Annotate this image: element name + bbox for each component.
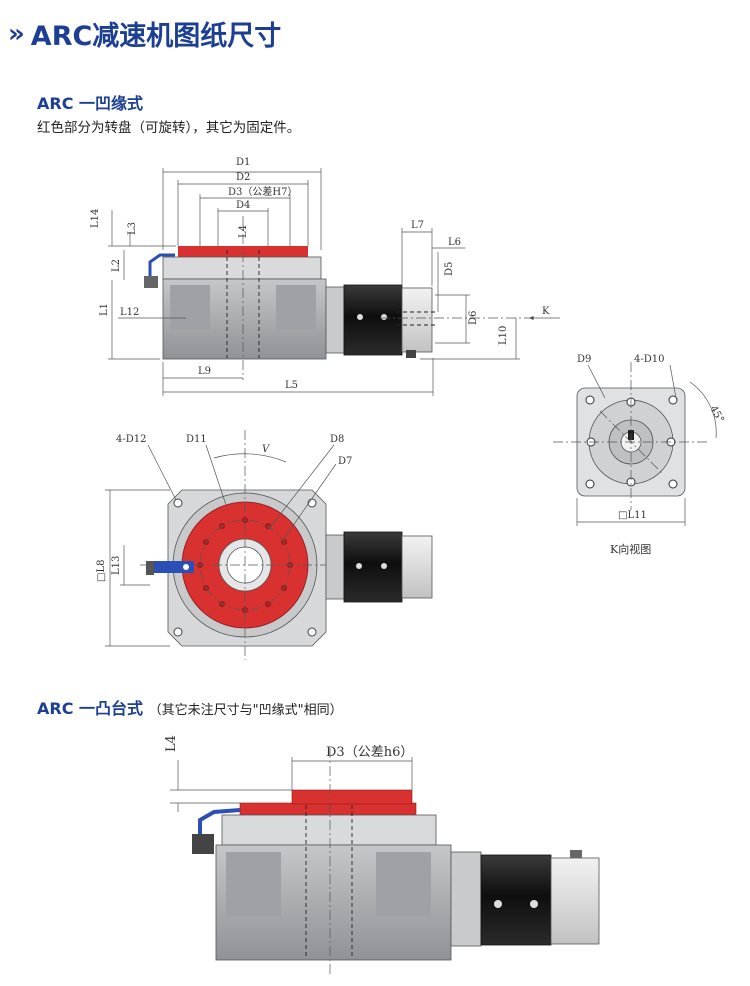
gearbox-neck xyxy=(325,286,345,354)
boss-sensor-block xyxy=(192,834,214,854)
dim-label-L14: L14 xyxy=(90,209,101,228)
section-title-boss: ARC 一凸台式 （其它未注尺寸与"凹缘式"相同） xyxy=(37,695,343,719)
top-view: □L8 L13 4-D12 D11 V D8 D7 xyxy=(96,430,433,660)
dim-label-L1: L1 xyxy=(99,303,110,316)
dim-label-D3-boss: D3（公差h6） xyxy=(326,745,413,760)
dim-label-L7: L7 xyxy=(411,220,424,231)
top-view-motor xyxy=(343,531,403,603)
boss-top-plate xyxy=(221,814,437,846)
dim-label-L9: L9 xyxy=(198,366,211,377)
dim-label-L10: L10 xyxy=(498,326,509,345)
front-view-boss: L4 D3（公差h6） xyxy=(164,735,600,975)
top-view-motor-screw xyxy=(356,563,362,569)
dim-label-D12: 4-D12 xyxy=(116,434,146,445)
k-view-bolt xyxy=(585,395,595,405)
view-arrow-K: K xyxy=(542,306,550,317)
top-view-sensor xyxy=(152,561,194,573)
motor-screw xyxy=(381,314,387,320)
motor-cap xyxy=(401,287,433,353)
dim-label-L13: L13 xyxy=(111,556,122,575)
page-title: ARC减速机图纸尺寸 xyxy=(30,21,282,52)
boss-motor-screw xyxy=(530,900,538,908)
dim-label-D4: D4 xyxy=(236,200,250,211)
turntable-red xyxy=(178,246,308,257)
boss-pocket-right xyxy=(376,852,431,917)
sensor-cable xyxy=(148,253,175,278)
top-plate xyxy=(162,256,322,280)
dim-label-L2: L2 xyxy=(111,259,122,272)
section-boss-note: （其它未注尺寸与"凹缘式"相同） xyxy=(148,703,343,718)
section-title-flange-text: ARC 一凹缘式 xyxy=(37,94,144,113)
dim-label-D3: D3（公差H7） xyxy=(228,185,297,198)
dim-label-D9: D9 xyxy=(577,354,591,365)
motor-body xyxy=(343,284,403,356)
dim-label-L11: □L11 xyxy=(618,510,647,521)
dim-label-D7: D7 xyxy=(338,456,352,467)
boss-neck xyxy=(450,851,482,947)
boss-sensor-cable xyxy=(198,808,241,838)
dim-label-angle45: 45° xyxy=(707,404,725,425)
k-view: 45° D9 4-D10 □L11 K向视图 xyxy=(553,354,726,556)
sensor-block xyxy=(144,276,158,288)
boss-turntable-base xyxy=(239,802,417,816)
dim-label-L6: L6 xyxy=(448,237,461,248)
housing-pocket-right xyxy=(276,285,316,330)
top-view-neck xyxy=(325,534,345,600)
top-view-sensor-screw xyxy=(183,564,189,570)
dim-label-L3: L3 xyxy=(127,222,138,235)
front-view-flange: D1 D2 D3（公差H7） D4 L4 L14 L3 L2 L1 L12 L9… xyxy=(90,157,560,396)
boss-motor-cap xyxy=(550,857,600,945)
top-view-corner-hole xyxy=(173,498,183,508)
dim-label-D2: D2 xyxy=(236,172,250,183)
section-title-flange: ARC 一凹缘式 xyxy=(37,90,143,114)
dim-label-D5: D5 xyxy=(444,262,455,276)
k-view-bolt xyxy=(585,479,595,489)
dim-label-L8: □L8 xyxy=(96,560,107,582)
dim-label-L4-boss: L4 xyxy=(164,735,179,752)
section-title-boss-text: ARC 一凸台式 xyxy=(37,699,144,718)
motor-cap-bolt xyxy=(406,350,416,358)
page-header: » ARC减速机图纸尺寸 xyxy=(8,14,281,53)
dim-label-V: V xyxy=(262,444,271,455)
top-view-corner-hole xyxy=(173,627,183,637)
k-view-caption: K向视图 xyxy=(610,542,651,556)
boss-pocket-left xyxy=(226,852,281,917)
dim-label-L5: L5 xyxy=(285,380,298,391)
top-view-sensor-clip xyxy=(146,561,154,575)
dim-label-D6: D6 xyxy=(468,311,479,325)
dim-label-D10: 4-D10 xyxy=(634,354,664,365)
description-text: 红色部分为转盘（可旋转），其它为固定件。 xyxy=(37,120,301,136)
dim-label-L12: L12 xyxy=(120,307,139,318)
motor-screw xyxy=(357,314,363,320)
k-view-bolt xyxy=(668,395,678,405)
dim-label-D11: D11 xyxy=(186,434,207,445)
boss-motor-cap-bolt xyxy=(570,850,582,858)
top-view-motor-cap xyxy=(401,535,433,599)
dim-label-D8: D8 xyxy=(330,434,344,445)
top-view-corner-hole xyxy=(307,627,317,637)
boss-motor-screw xyxy=(494,900,502,908)
boss-turntable-raised xyxy=(291,789,413,805)
dim-label-L4: L4 xyxy=(238,225,249,238)
dim-label-D1: D1 xyxy=(236,157,250,168)
housing-pocket-left xyxy=(170,285,210,330)
boss-motor xyxy=(480,854,552,946)
top-view-motor-screw xyxy=(381,563,387,569)
k-view-bolt xyxy=(668,479,678,489)
